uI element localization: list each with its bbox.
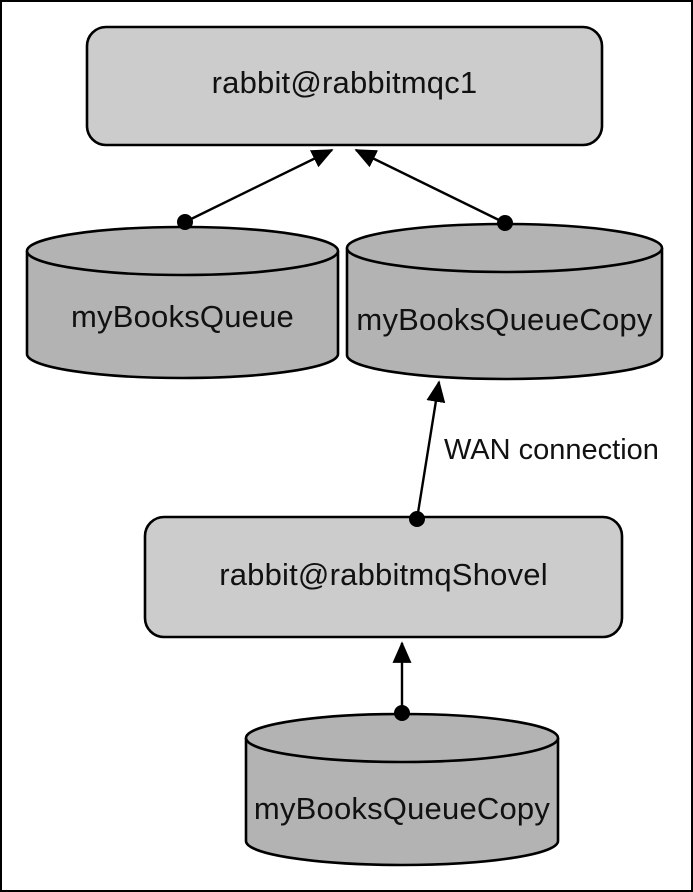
dot-shovel-top bbox=[409, 511, 425, 527]
edge-lines bbox=[184, 148, 506, 713]
queue-left-cylinder bbox=[25, 225, 340, 380]
cluster-node-box bbox=[85, 25, 604, 147]
dot-left-queue bbox=[177, 214, 193, 230]
edge-origin-dots bbox=[177, 214, 513, 721]
dot-right-queue bbox=[497, 215, 513, 231]
queue-right-cylinder bbox=[345, 222, 664, 381]
edge-left-queue-to-cluster bbox=[184, 148, 334, 224]
queue-bottom-cylinder bbox=[244, 712, 560, 867]
dot-bottom-queue bbox=[394, 705, 410, 721]
edge-shovel-to-right-queue bbox=[415, 380, 446, 520]
shovel-node-box bbox=[143, 515, 624, 639]
edge-right-queue-to-cluster bbox=[354, 148, 506, 225]
